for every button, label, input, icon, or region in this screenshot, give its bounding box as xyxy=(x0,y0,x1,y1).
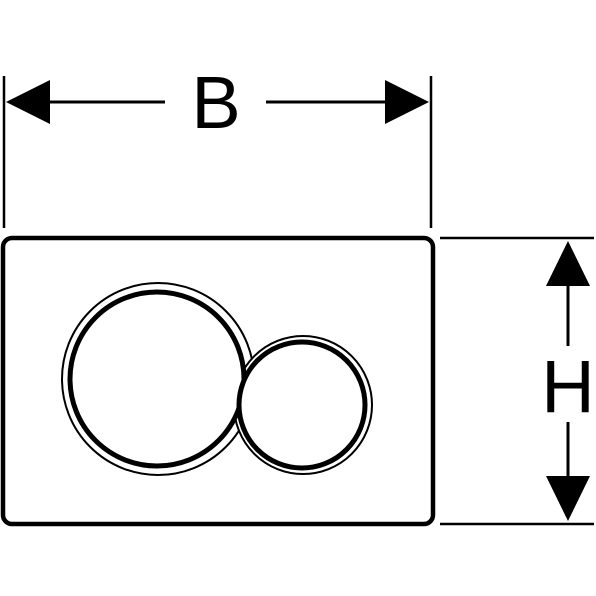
height-arrowhead-bottom xyxy=(546,476,590,521)
small-flush-button xyxy=(236,339,368,471)
width-arrowhead-left xyxy=(6,80,50,124)
flush-buttons xyxy=(61,282,373,476)
height-dimension: H xyxy=(440,236,595,526)
height-arrowhead-top xyxy=(546,241,590,286)
width-label: B xyxy=(191,61,240,144)
height-label: H xyxy=(541,345,594,428)
width-dimension: B xyxy=(2,61,433,228)
width-arrowhead-right xyxy=(385,80,429,124)
large-flush-button xyxy=(67,289,247,469)
